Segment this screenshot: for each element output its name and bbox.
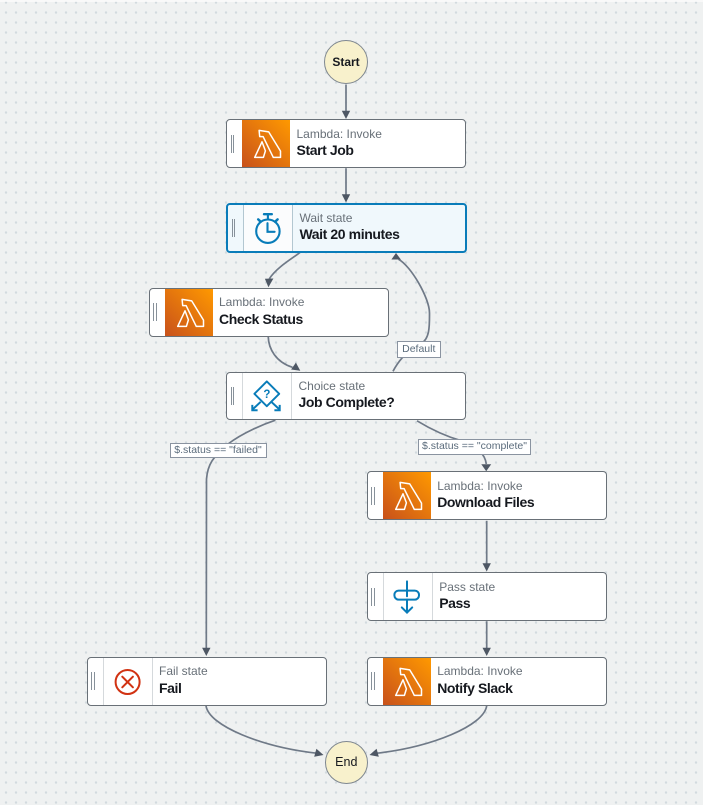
svg-text:?: ?: [263, 389, 270, 401]
